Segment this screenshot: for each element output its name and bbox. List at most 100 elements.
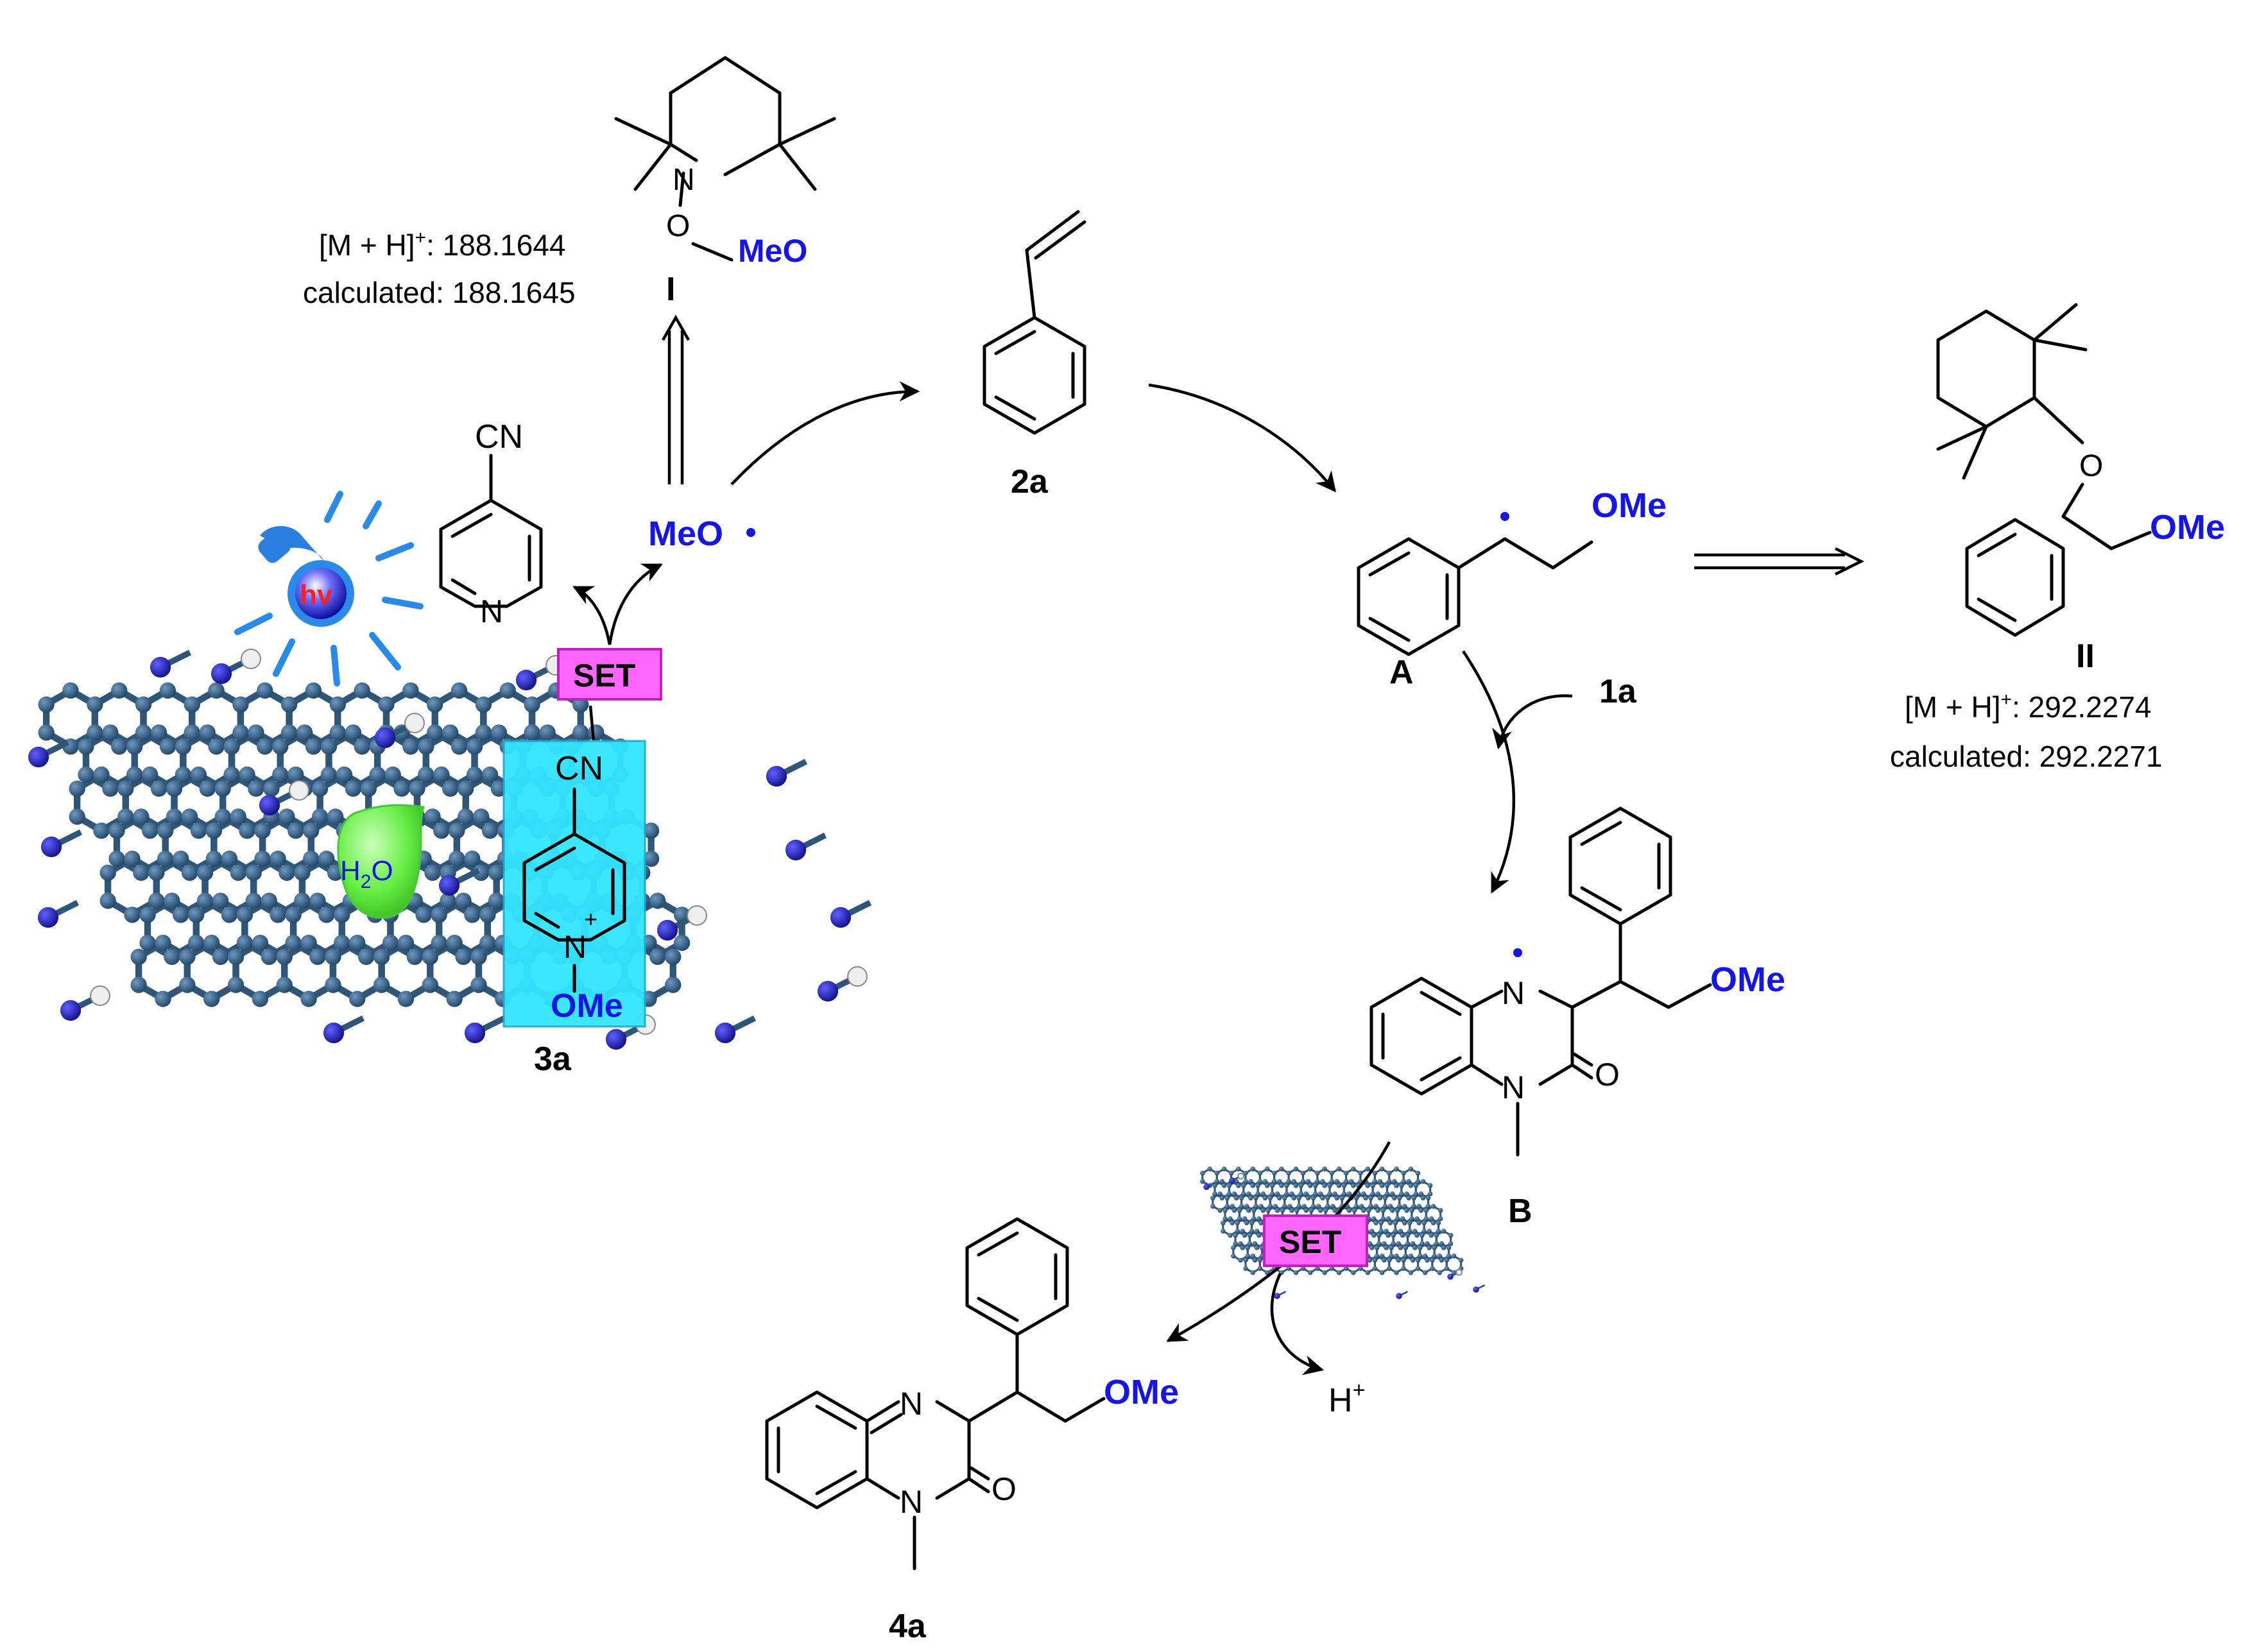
catalyst-atom <box>402 682 419 699</box>
catalyst-atom <box>203 934 220 951</box>
catalyst-atom <box>1378 1220 1384 1225</box>
catalyst-atom <box>1221 1220 1226 1225</box>
catalyst-atom <box>188 907 205 923</box>
catalyst-atom <box>1307 1183 1313 1188</box>
catalyst-atom <box>1408 1270 1414 1275</box>
catalyst-atom <box>1399 1191 1404 1196</box>
catalyst-atom <box>1414 1216 1420 1222</box>
water-H: H <box>340 855 361 887</box>
hydrogen-atom <box>1455 1268 1463 1276</box>
catalyst-atom <box>1276 1179 1282 1184</box>
compound-A-label: A <box>1389 654 1414 691</box>
catalyst-atom <box>1402 1204 1407 1209</box>
catalyst-atom <box>199 724 216 741</box>
catalyst-atom <box>1386 1170 1392 1176</box>
catalyst-atom <box>1400 1216 1405 1222</box>
catalyst-atom <box>87 724 103 741</box>
catalyst-atom <box>1393 1220 1398 1225</box>
radical-dot-B <box>1513 948 1522 957</box>
compound-II-label: II <box>2076 638 2095 675</box>
catalyst-atom <box>1429 1232 1434 1238</box>
catalyst-atom <box>130 976 147 993</box>
catalyst-atom <box>1423 1216 1429 1222</box>
catalyst-atom <box>1315 1266 1320 1271</box>
catalyst-atom <box>470 948 487 966</box>
compound-I: N O MeO I [M + H]+: 188.1644 calculated:… <box>303 56 836 309</box>
svg-text:[M + H]+: 292.2274: [M + H]+: 292.2274 <box>1905 689 2151 724</box>
catalyst-atom <box>1377 1195 1383 1201</box>
reagent-3a-N: N <box>563 929 587 965</box>
catalyst-atom <box>1358 1170 1363 1176</box>
catalyst-atom <box>1395 1216 1400 1222</box>
set-split-arrows <box>572 563 663 742</box>
catalyst-atom <box>1214 1179 1219 1184</box>
catalyst-atom <box>164 892 180 909</box>
catalyst-atom <box>139 934 156 951</box>
catalyst-atom <box>481 766 499 783</box>
catalyst-atom <box>451 738 468 755</box>
compound-I-ms-prefix: [M + H] <box>319 228 415 262</box>
catalyst-atom <box>1231 1191 1237 1196</box>
catalyst-atom <box>422 976 438 993</box>
catalyst-atom <box>1389 1254 1394 1259</box>
catalyst-atom <box>1358 1266 1363 1271</box>
water-droplet-icon: H2O <box>337 804 425 919</box>
reagent-3a-CN: CN <box>555 750 603 787</box>
catalyst-atom <box>150 780 167 797</box>
svg-text:[M + H]+: 188.1644: [M + H]+: 188.1644 <box>319 227 565 262</box>
catalyst-atom <box>1394 1166 1399 1171</box>
catalyst-atom <box>1305 1195 1311 1201</box>
catalyst-atom <box>270 907 286 923</box>
catalyst-atom <box>1226 1191 1232 1196</box>
catalyst-atom <box>1315 1170 1320 1176</box>
catalyst-atom <box>373 976 390 993</box>
catalyst-atom <box>1260 1191 1266 1196</box>
catalyst-atom <box>1264 1166 1270 1171</box>
catalyst-atom <box>1296 1204 1301 1209</box>
catalyst-atom <box>157 850 174 867</box>
catalyst-atom <box>279 808 295 825</box>
catalyst-atom <box>1441 1245 1446 1250</box>
catalyst-atom <box>329 696 346 713</box>
catalyst-atom <box>1287 1204 1292 1209</box>
catalyst-atom <box>1418 1207 1424 1213</box>
radical-dot-A <box>1500 512 1509 521</box>
catalyst-atom <box>1210 1204 1215 1209</box>
catalyst-atom <box>1221 1229 1226 1234</box>
catalyst-atom <box>1289 1207 1294 1213</box>
catalyst-atom <box>1228 1232 1233 1238</box>
photon-hv: hv <box>300 579 333 611</box>
catalyst-atom <box>1401 1266 1406 1271</box>
catalyst-atom <box>1238 1257 1243 1263</box>
catalyst-atom <box>270 850 286 867</box>
catalyst-atom <box>1425 1257 1430 1263</box>
catalyst-atom <box>382 934 399 951</box>
catalyst-atom <box>1343 1266 1349 1271</box>
catalyst-atom <box>1282 1204 1287 1209</box>
nitrogen-atom <box>1203 1184 1210 1190</box>
catalyst-atom <box>1398 1229 1403 1234</box>
catalyst-atom <box>1361 1191 1366 1196</box>
catalyst-atom <box>99 864 116 881</box>
catalyst-atom <box>1274 1191 1280 1196</box>
catalyst-atom <box>433 766 450 783</box>
catalyst-atom <box>272 738 289 755</box>
catalyst-atom <box>1379 1254 1385 1259</box>
catalyst-atom <box>1361 1207 1366 1213</box>
catalyst-atom <box>1386 1216 1391 1222</box>
catalyst-atom <box>1394 1254 1399 1259</box>
catalyst-atom <box>1309 1207 1314 1213</box>
radical-intermediate-A: OMe A <box>1357 486 1667 691</box>
compound-4a-N-top: N <box>900 1386 923 1422</box>
catalyst-atom <box>179 948 196 966</box>
catalyst-atom <box>1415 1170 1421 1176</box>
catalyst-atom <box>539 724 556 741</box>
catalyst-atom <box>1413 1183 1419 1188</box>
catalyst-atom <box>1437 1254 1442 1259</box>
catalyst-atom <box>1257 1266 1263 1271</box>
catalyst-atom <box>455 892 472 909</box>
catalyst-atom <box>1412 1245 1418 1250</box>
nitrogen-atom <box>28 746 49 768</box>
catalyst-atom <box>78 738 94 755</box>
catalyst-atom <box>223 738 240 755</box>
